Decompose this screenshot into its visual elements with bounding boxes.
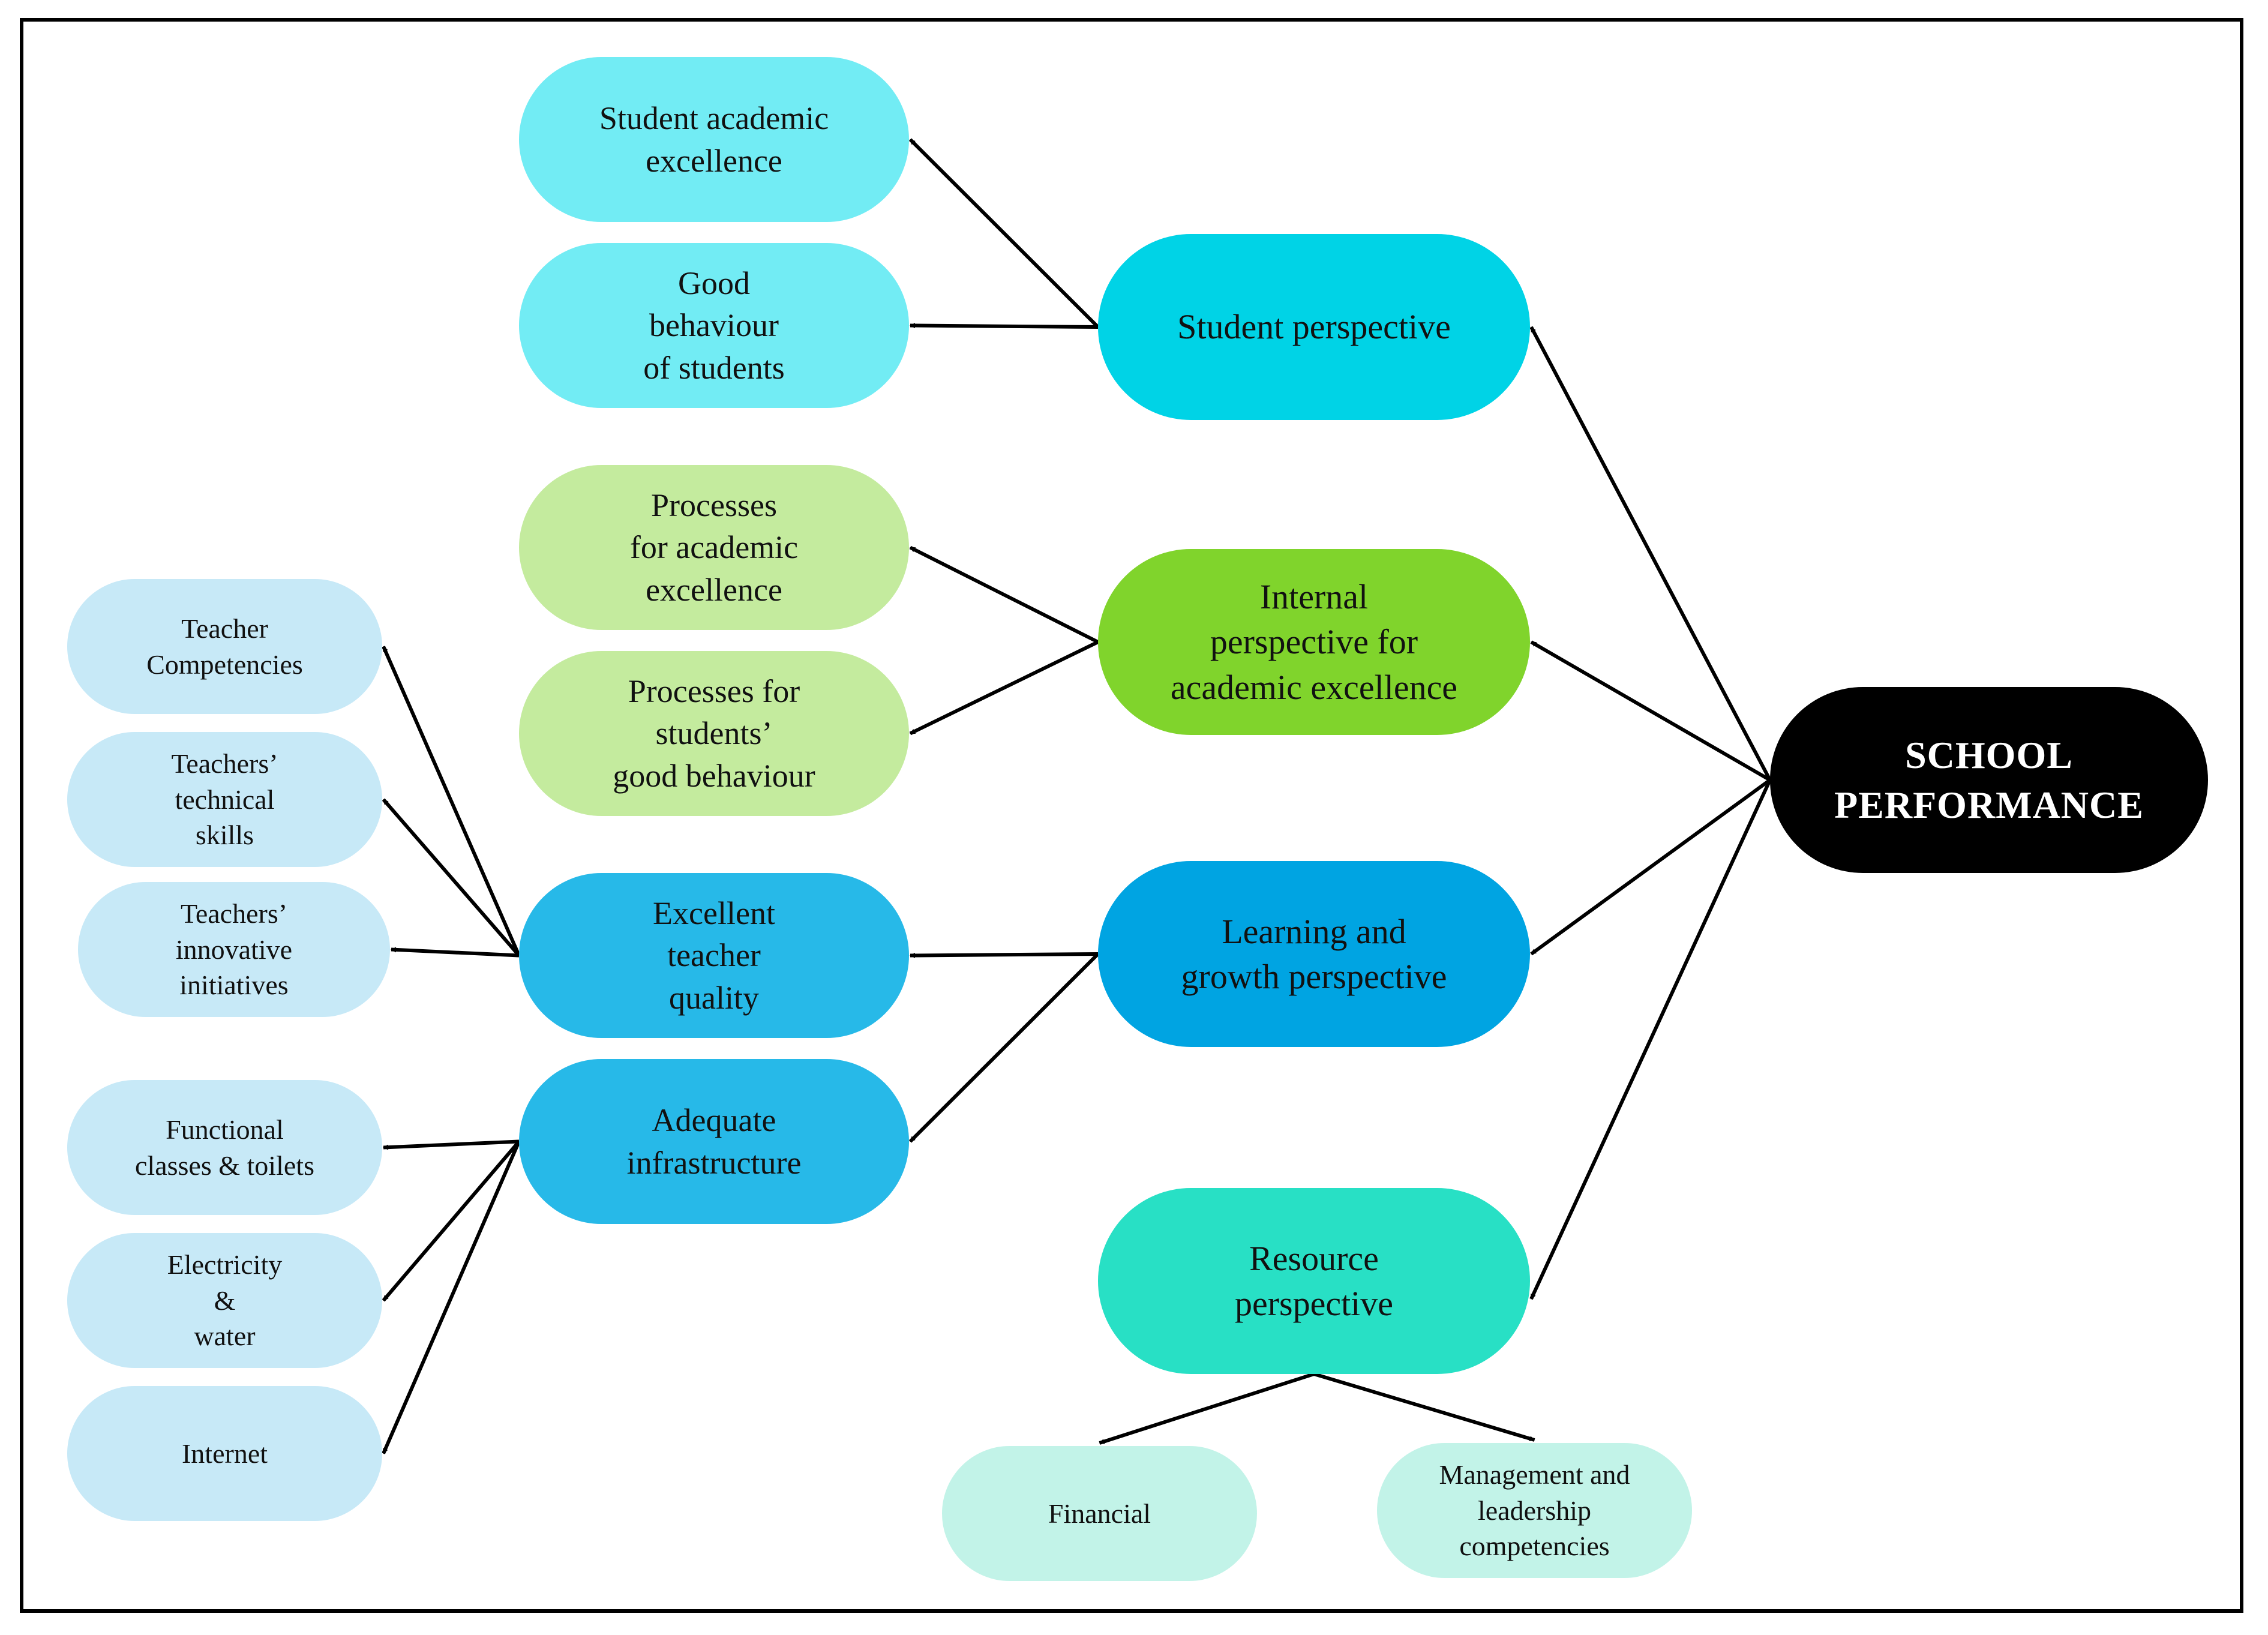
school-performance-label: SCHOOL PERFORMANCE — [1834, 733, 2144, 826]
edge-teacher-quality-to-technical-skills — [382, 798, 521, 957]
innovative-initiatives-label: Teachers’ innovative initiatives — [175, 898, 293, 1001]
electricity-water-node: Electricity & water — [67, 1233, 382, 1368]
student-academic-excellence-node: Student academic excellence — [519, 57, 909, 222]
resource-perspective-label: Resource perspective — [1234, 1238, 1394, 1323]
edge-root-to-learning-perspective — [1530, 778, 1771, 956]
technical-skills-node: Teachers’ technical skills — [67, 732, 382, 867]
edge-internal-perspective-to-processes-academic — [909, 545, 1099, 644]
infrastructure-label: Adequate infrastructure — [626, 1102, 802, 1181]
edge-root-to-resource-perspective — [1529, 779, 1772, 1300]
edge-student-perspective-to-student-academic-excellence — [908, 138, 1100, 329]
edge-student-perspective-to-good-behaviour — [910, 323, 1099, 329]
edge-teacher-quality-to-teacher-competencies — [382, 646, 521, 956]
processes-good-behaviour-label: Processes for students’ good behaviour — [613, 673, 815, 794]
internet-node: Internet — [67, 1386, 382, 1521]
edge-root-to-student-perspective — [1529, 326, 1772, 781]
diagram-frame — [20, 18, 2243, 1613]
good-behaviour-label: Good behaviour of students — [643, 265, 785, 386]
edge-teacher-quality-to-innovative-initiatives — [391, 947, 520, 958]
classes-toilets-node: Functional classes & toilets — [67, 1080, 382, 1215]
learning-growth-perspective-node: Learning and growth perspective — [1098, 861, 1530, 1047]
edge-root-to-internal-perspective — [1530, 640, 1771, 782]
teacher-quality-node: Excellent teacher quality — [519, 873, 909, 1038]
edge-infrastructure-to-electricity-water — [382, 1140, 521, 1302]
financial-node: Financial — [942, 1446, 1257, 1581]
edge-infrastructure-to-classes-toilets — [383, 1139, 520, 1150]
edge-resource-perspective-to-management — [1313, 1372, 1535, 1442]
teacher-quality-label: Excellent teacher quality — [653, 895, 775, 1016]
classes-toilets-label: Functional classes & toilets — [135, 1114, 314, 1181]
technical-skills-label: Teachers’ technical skills — [171, 748, 278, 851]
teacher-competencies-node: Teacher Competencies — [67, 579, 382, 714]
edge-learning-perspective-to-teacher-quality — [910, 952, 1099, 958]
processes-academic-excellence-node: Processes for academic excellence — [519, 465, 909, 630]
student-academic-excellence-label: Student academic excellence — [599, 100, 829, 179]
internal-perspective-label: Internal perspective for academic excell… — [1170, 577, 1458, 707]
edge-infrastructure-to-internet — [382, 1141, 521, 1454]
teacher-competencies-label: Teacher Competencies — [146, 613, 303, 680]
processes-good-behaviour-node: Processes for students’ good behaviour — [519, 651, 909, 816]
electricity-water-label: Electricity & water — [167, 1249, 283, 1352]
financial-label: Financial — [1048, 1498, 1151, 1529]
resource-perspective-node: Resource perspective — [1098, 1188, 1530, 1374]
management-leadership-label: Management and leadership competencies — [1439, 1459, 1630, 1562]
edge-learning-perspective-to-infrastructure — [908, 952, 1100, 1143]
edge-resource-perspective-to-financial — [1099, 1372, 1315, 1445]
school-performance-node: SCHOOL PERFORMANCE — [1770, 687, 2208, 873]
edge-internal-perspective-to-processes-behaviour — [909, 640, 1099, 736]
internet-label: Internet — [181, 1438, 268, 1469]
internal-perspective-node: Internal perspective for academic excell… — [1098, 549, 1530, 735]
student-perspective-label: Student perspective — [1177, 307, 1451, 347]
innovative-initiatives-node: Teachers’ innovative initiatives — [78, 882, 390, 1017]
learning-growth-perspective-label: Learning and growth perspective — [1181, 911, 1447, 996]
processes-academic-excellence-label: Processes for academic excellence — [629, 487, 799, 608]
infrastructure-node: Adequate infrastructure — [519, 1059, 909, 1224]
management-leadership-node: Management and leadership competencies — [1377, 1443, 1692, 1578]
good-behaviour-node: Good behaviour of students — [519, 243, 909, 408]
student-perspective-node: Student perspective — [1098, 234, 1530, 420]
